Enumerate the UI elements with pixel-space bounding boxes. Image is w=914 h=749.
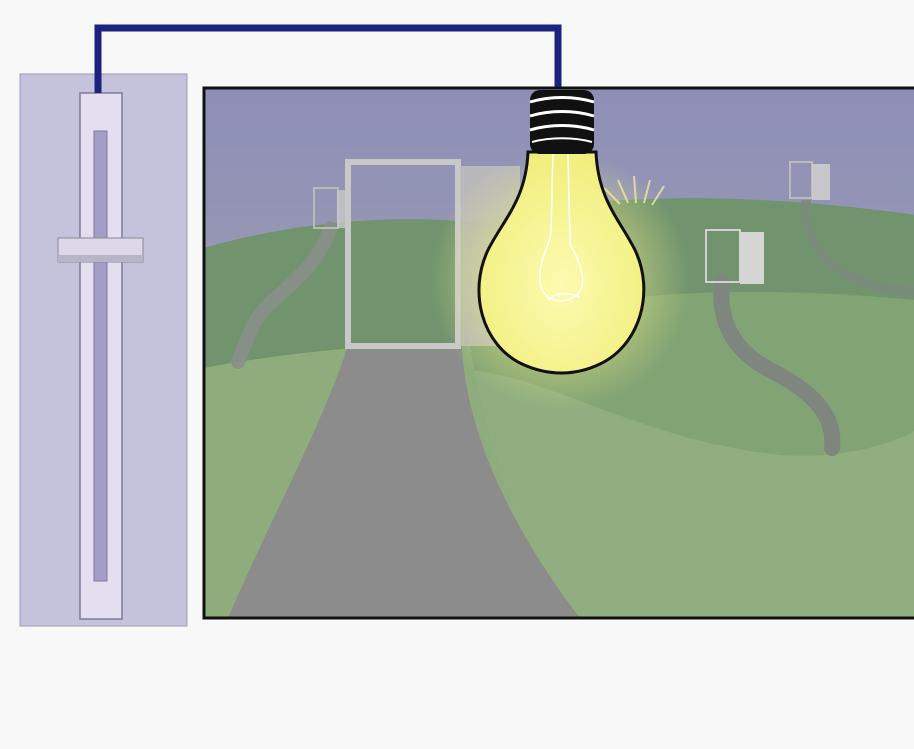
dimmer-switch[interactable] [19, 73, 188, 627]
scene [204, 88, 914, 618]
wire [94, 24, 562, 93]
door-icon [789, 161, 830, 200]
dimmer-slot [93, 130, 108, 582]
path-far [801, 199, 914, 297]
door-icon [705, 229, 764, 284]
bulb-glass [477, 150, 646, 375]
path-left [231, 221, 337, 369]
light-bulb-icon[interactable] [477, 90, 646, 375]
road [228, 346, 580, 618]
valley [470, 370, 914, 618]
scene-frame [202, 86, 914, 620]
bulb-base [529, 90, 595, 154]
bulb-filament [538, 151, 584, 302]
dimmer-slider-icon[interactable] [57, 237, 144, 263]
door-icon [313, 187, 347, 229]
path-right [713, 274, 841, 456]
